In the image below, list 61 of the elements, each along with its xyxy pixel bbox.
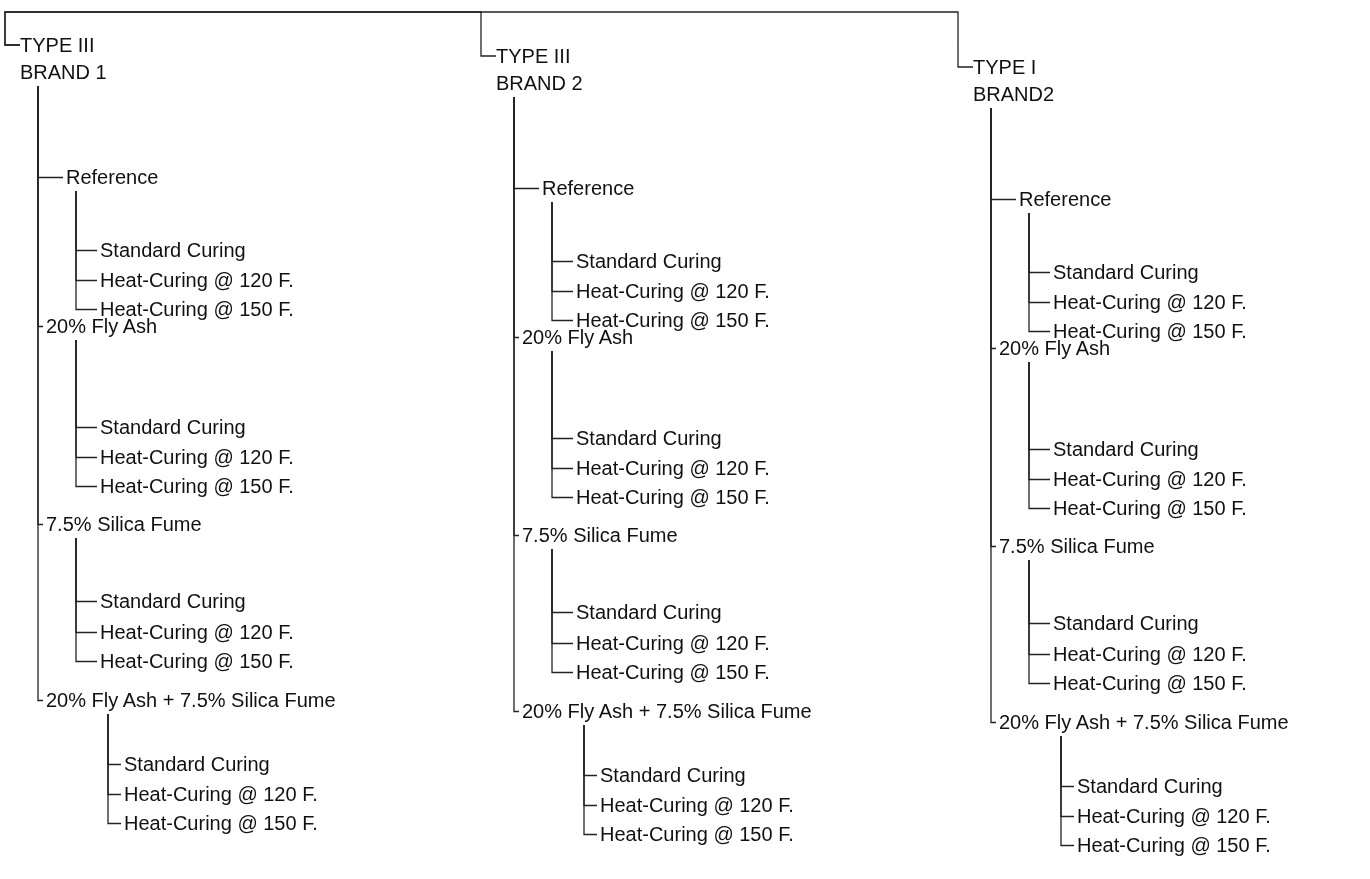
tree-label: 20% Fly Ash + 7.5% Silica Fume <box>46 687 336 714</box>
tree-label: Heat-Curing @ 150 F. <box>576 659 770 686</box>
tree-label: Reference <box>1019 186 1112 213</box>
tree-label: Heat-Curing @ 120 F. <box>100 444 294 471</box>
tree-connector <box>75 190 98 311</box>
tree-label: Standard Curing <box>124 751 270 778</box>
tree-label: Heat-Curing @ 150 F. <box>100 648 294 675</box>
tree-label: Heat-Curing @ 120 F. <box>600 792 794 819</box>
tree-label: Heat-Curing @ 120 F. <box>576 630 770 657</box>
tree-label: Heat-Curing @ 150 F. <box>1053 495 1247 522</box>
tree-label: 7.5% Silica Fume <box>999 533 1155 560</box>
tree-connector <box>75 339 98 488</box>
tree-label: Heat-Curing @ 120 F. <box>1053 641 1247 668</box>
group-heading: TYPE I BRAND2 <box>973 54 1083 108</box>
tree-label: Standard Curing <box>100 414 246 441</box>
tree-label: Standard Curing <box>600 762 746 789</box>
tree-label: Reference <box>542 175 635 202</box>
tree-connector <box>513 96 520 713</box>
group-heading: TYPE III BRAND 2 <box>496 43 606 97</box>
tree-connector <box>990 107 997 724</box>
tree-label: Heat-Curing @ 150 F. <box>600 821 794 848</box>
tree-connector <box>551 201 574 322</box>
tree-label: Standard Curing <box>576 248 722 275</box>
tree-label: 20% Fly Ash + 7.5% Silica Fume <box>999 709 1289 736</box>
tree-label: Heat-Curing @ 120 F. <box>1077 803 1271 830</box>
tree-connector <box>551 548 574 674</box>
tree-label: Heat-Curing @ 150 F. <box>1053 670 1247 697</box>
tree-connector <box>551 350 574 499</box>
group-heading: TYPE III BRAND 1 <box>20 32 130 86</box>
tree-label: Standard Curing <box>576 599 722 626</box>
tree-connector <box>75 537 98 663</box>
tree-label: Heat-Curing @ 150 F. <box>124 810 318 837</box>
tree-label: Standard Curing <box>100 237 246 264</box>
tree-label: Heat-Curing @ 120 F. <box>1053 466 1247 493</box>
tree-connector <box>583 724 598 836</box>
tree-connector <box>4 11 974 68</box>
tree-label: Heat-Curing @ 120 F. <box>100 619 294 646</box>
tree-label: 7.5% Silica Fume <box>522 522 678 549</box>
tree-label: Standard Curing <box>576 425 722 452</box>
tree-label: Standard Curing <box>1053 259 1199 286</box>
tree-connector <box>1060 735 1075 847</box>
tree-label: Heat-Curing @ 120 F. <box>576 278 770 305</box>
tree-connector <box>1028 212 1051 333</box>
tree-label: Standard Curing <box>100 588 246 615</box>
tree-label: Heat-Curing @ 150 F. <box>100 473 294 500</box>
tree-connector <box>37 85 44 702</box>
tree-label: Heat-Curing @ 150 F. <box>1077 832 1271 859</box>
tree-label: Standard Curing <box>1077 773 1223 800</box>
tree-label: Heat-Curing @ 120 F. <box>1053 289 1247 316</box>
tree-label: Standard Curing <box>1053 436 1199 463</box>
tree-label: 20% Fly Ash + 7.5% Silica Fume <box>522 698 812 725</box>
tree-connector <box>1028 559 1051 685</box>
tree-connector <box>1028 361 1051 510</box>
tree-connector <box>107 713 122 825</box>
tree-label: 7.5% Silica Fume <box>46 511 202 538</box>
tree-label: Heat-Curing @ 120 F. <box>124 781 318 808</box>
tree-label: Heat-Curing @ 150 F. <box>576 484 770 511</box>
tree-label: Standard Curing <box>1053 610 1199 637</box>
tree-label: Heat-Curing @ 120 F. <box>576 455 770 482</box>
tree-label: Reference <box>66 164 159 191</box>
tree-label: Heat-Curing @ 120 F. <box>100 267 294 294</box>
